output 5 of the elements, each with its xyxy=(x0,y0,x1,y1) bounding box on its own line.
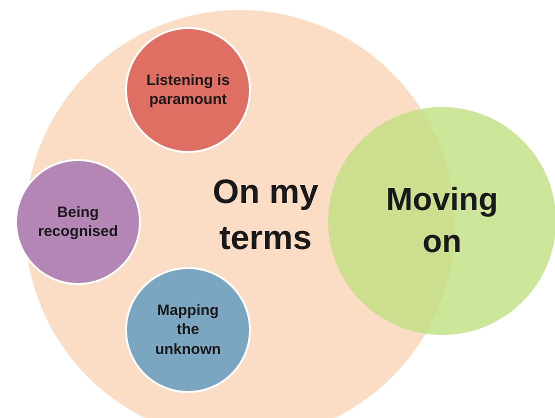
circle-label: Mapping the unknown xyxy=(154,300,222,360)
circle-label: On my terms xyxy=(212,172,320,259)
circle-label: Being recognised xyxy=(36,202,120,242)
circle-label: Moving on xyxy=(385,180,499,261)
circle-label: Listening is paramount xyxy=(145,70,231,110)
